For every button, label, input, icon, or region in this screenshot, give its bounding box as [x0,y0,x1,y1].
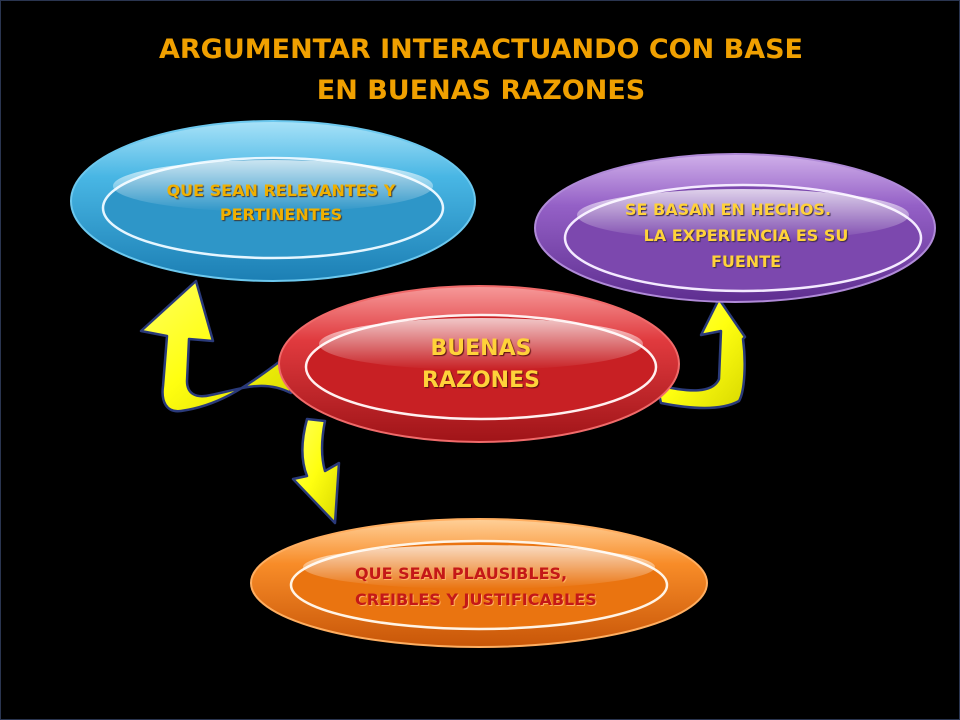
center-line-1: BUENAS [430,336,532,361]
top-right-line-2: LA EXPERIENCIA ES SU [643,226,849,245]
title-line-2: EN BUENAS RAZONES [316,75,646,106]
title-line-1: ARGUMENTAR INTERACTUANDO CON BASE [159,34,803,65]
node-top-right [534,153,936,303]
arrow-to-bottom [291,417,341,525]
slide-title: ARGUMENTAR INTERACTUANDO CON BASE EN BUE… [1,29,960,111]
node-top-left [70,120,476,282]
center-line-2: RAZONES [422,368,540,393]
center-node-label: BUENAS RAZONES [371,333,591,397]
bottom-node-label: QUE SEAN PLAUSIBLES, CREIBLES Y JUSTIFIC… [355,561,655,613]
node-bottom [250,518,708,648]
bottom-line-1: QUE SEAN PLAUSIBLES, [355,564,568,583]
bottom-line-2: CREIBLES Y JUSTIFICABLES [355,590,597,609]
top-right-node-label: SE BASAN EN HECHOS. LA EXPERIENCIA ES SU… [601,197,891,275]
node-center [278,285,680,443]
top-right-line-1: SE BASAN EN HECHOS. [625,200,832,219]
top-left-node-label: QUE SEAN RELEVANTES Y PERTINENTES [166,181,396,224]
top-right-line-3: FUENTE [710,252,782,271]
arrow-to-top-right [655,297,747,410]
arrow-to-top-left [139,279,293,413]
